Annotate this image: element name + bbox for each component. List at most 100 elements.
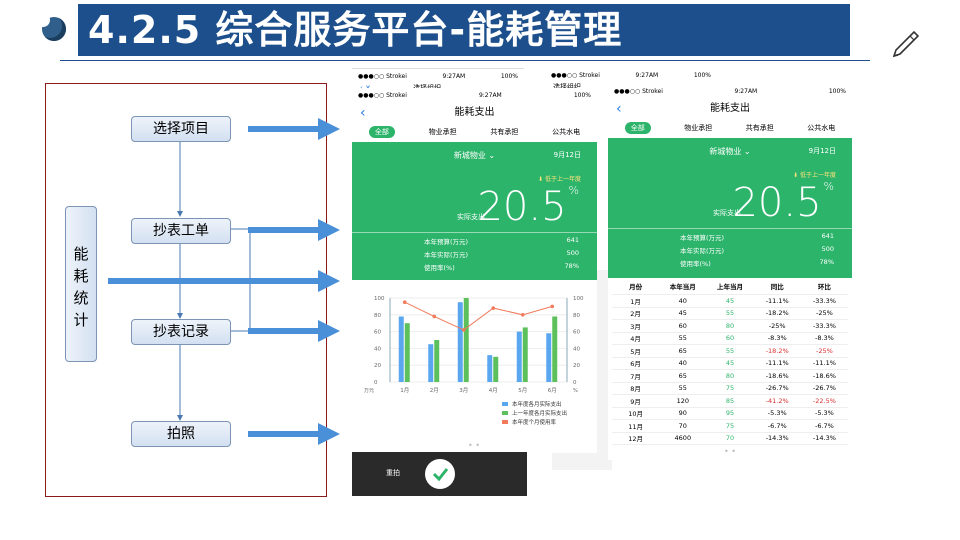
x-tick-label: 2月 [430,387,439,394]
retake-button[interactable]: 重拍 [386,469,400,477]
legend-swatch [502,420,508,424]
y2-tick-label: 60 [573,330,580,336]
x-tick-label: 3月 [459,387,468,394]
usage-line [404,301,553,331]
screen-title: 能耗支出 [710,103,750,114]
back-icon[interactable]: ‹ [616,101,622,117]
summary-card: 新城物业 ⌄ 9月12日 ⬇ 低于上一年度 实际支出 20.5% 本年预算(万元… [352,142,597,280]
arrow-icon [248,118,340,140]
table-cell: 45 [678,309,687,318]
table-cell: -8.3% [767,334,787,343]
step-reading-record: 抄表记录 [131,319,231,345]
table-cell: 5月 [630,347,641,356]
y2-tick-label: 20 [573,363,580,369]
tab-shared[interactable]: 共有承担 [490,128,519,136]
x-tick-label: 5月 [518,387,527,394]
bar [493,356,499,382]
table-cell: 4600 [674,434,692,443]
bar [428,344,434,382]
table-cell: 95 [725,409,735,418]
table-cell: 60 [725,334,735,343]
x-tick-label: 1月 [400,387,409,394]
tab-property[interactable]: 物业承担 [428,128,457,136]
table-cell: 55 [678,334,687,343]
y-tick-label: 0 [374,380,378,386]
table-cell: 75 [725,421,735,430]
arrow-icon [248,423,340,445]
table-cell: 70 [678,421,687,430]
usage-point [461,328,466,332]
table-cell: -6.7% [767,421,787,430]
y-tick-label: 60 [374,330,381,336]
tab-all[interactable]: 全部 [624,122,651,134]
back-icon[interactable]: ‹ [360,105,366,121]
table-cell: 55 [725,309,735,318]
page-dots: • • [468,441,480,450]
table-cell: -18.6% [812,371,836,380]
flow-arrows [108,118,340,445]
table-cell: 85 [725,396,735,405]
table-cell: 9月 [630,397,641,406]
table-cell: -25% [816,309,833,318]
table-cell: 70 [725,434,735,443]
confirm-button[interactable] [425,459,455,489]
table-cell: -25% [768,321,786,330]
table-cell: -33.3% [812,296,836,305]
tab-property[interactable]: 物业承担 [684,124,713,132]
location-select[interactable]: 新城物业 [709,147,742,156]
table-cell: 7月 [630,372,641,381]
legend-entry: 本年度个月使用率 [512,418,557,426]
table-cell: 65 [678,371,687,380]
tab-utilities[interactable]: 公共水电 [552,128,581,136]
check-icon [432,468,449,482]
table-cell: 10月 [628,410,643,419]
y2-tick-label: 80 [573,313,580,319]
location-select[interactable]: 新城物业 [453,151,486,160]
legend-entry: 本年度各月实际支出 [512,400,562,408]
title-underline [60,60,870,61]
table-cell: 1月 [630,297,641,306]
table-cell: 40 [678,359,687,368]
table-cell: -5.3% [767,409,787,418]
table-cell: 12月 [628,435,643,444]
bar [516,331,522,382]
table-cell: 55 [678,384,687,393]
x-tick-label: 4月 [489,387,498,394]
energy-stats-box: 能耗统计 [65,206,97,362]
table-cell: -18.2% [765,346,789,355]
tab-all[interactable]: 全部 [368,126,395,138]
tab-utilities[interactable]: 公共水电 [807,124,836,132]
table-cell: -22.5% [812,396,836,405]
table-cell: 80 [725,321,735,330]
date-label: 9月12日 [553,151,581,159]
table-cell: 40 [678,296,687,305]
tab-shared[interactable]: 共有承担 [745,124,774,132]
x-tick-label: 6月 [548,387,557,394]
y2-tick-label: 40 [573,346,580,352]
usage-point [402,300,407,304]
y-tick-label: 80 [374,313,381,319]
step-reading-order: 抄表工单 [131,218,231,244]
legend-entry: 上一年度各月实际支出 [512,409,567,417]
table-cell: -11.1% [812,359,836,368]
legend-swatch [502,402,508,406]
table-cell: -6.7% [814,421,834,430]
table-cell: -14.3% [765,434,789,443]
table-cell: 65 [678,346,687,355]
table-cell: 2月 [630,310,641,319]
bar [398,316,404,382]
arrow-icon [248,320,340,342]
bar [434,340,440,382]
y-tick-label: 20 [374,363,381,369]
